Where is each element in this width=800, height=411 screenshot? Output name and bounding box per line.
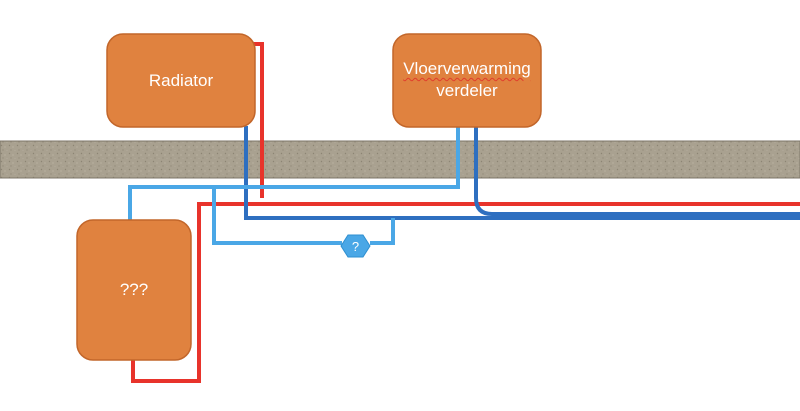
floor-slab <box>0 140 800 179</box>
manifold-label-line2: verdeler <box>436 81 498 100</box>
radiator-box[interactable] <box>106 33 256 128</box>
manifold-return-pipe <box>474 126 800 216</box>
manifold-label: Vloerverwarming verdeler <box>393 50 541 110</box>
unknown-unit-label: ??? <box>119 280 149 299</box>
valve-label: ? <box>351 238 360 254</box>
radiator-return-pipe <box>244 126 800 220</box>
main-supply-pipe <box>131 202 800 383</box>
manifold-label-line1: Vloerverwarming <box>403 59 531 78</box>
manifold-to-unit-pipe <box>128 126 460 220</box>
unknown-unit-box[interactable] <box>76 219 192 361</box>
manifold-box[interactable] <box>392 33 542 128</box>
radiator-label: Radiator <box>148 70 214 90</box>
bypass-pipe <box>212 187 395 245</box>
valve-icon[interactable] <box>340 234 371 258</box>
